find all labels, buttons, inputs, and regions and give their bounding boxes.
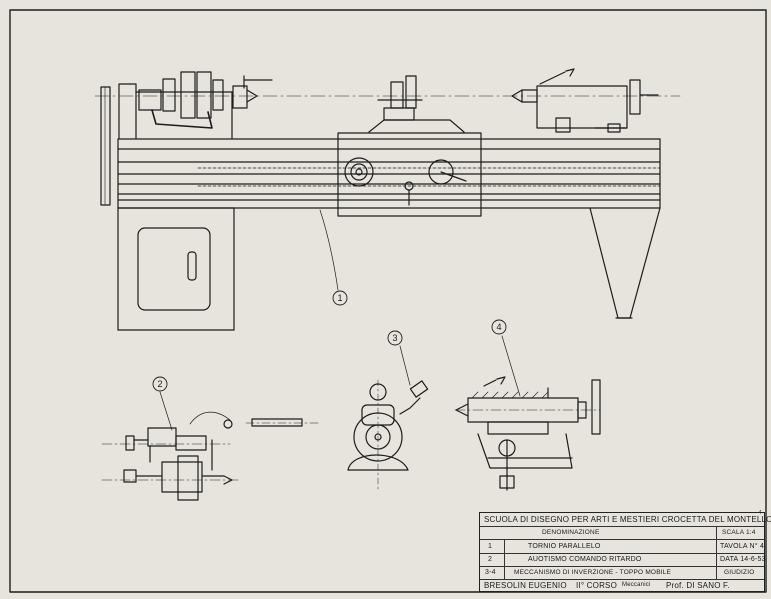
page-number: 4 bbox=[759, 510, 762, 516]
callout-number-4: 4 bbox=[496, 322, 501, 332]
callout-circle-4 bbox=[491, 319, 507, 335]
tailstock-handwheel-section bbox=[591, 379, 601, 435]
course-label: II° CORSO bbox=[576, 581, 618, 590]
detail-feed-mechanism bbox=[101, 391, 319, 501]
title-block: SCUOLA DI DISEGNO PER ARTI E MESTIERI CR… bbox=[479, 512, 771, 592]
drawing-date: DATA 14-6-53 bbox=[720, 556, 766, 563]
feed-gear-housing bbox=[161, 461, 203, 493]
track-label: Meccanici bbox=[622, 582, 651, 588]
left-cabinet-stand bbox=[117, 207, 235, 331]
scale-label: SCALA 1:4 bbox=[722, 529, 756, 536]
spindle-nose bbox=[138, 89, 162, 111]
tailstock-lever bbox=[539, 71, 566, 85]
callout-number-2: 2 bbox=[157, 379, 162, 389]
student-name: BRESOLIN EUGENIO bbox=[484, 581, 567, 590]
detail-inversion-mechanism bbox=[347, 345, 429, 491]
tailstock-body bbox=[536, 85, 628, 129]
cabinet-door bbox=[137, 227, 211, 311]
row-id-2: 2 bbox=[488, 556, 493, 563]
lathe-bed-top bbox=[117, 138, 661, 150]
school-name: SCUOLA DI DISEGNO PER ARTI E MESTIERI CR… bbox=[484, 515, 771, 524]
row-name-1: TORNIO PARALLELO bbox=[528, 543, 601, 550]
carriage-apron bbox=[337, 132, 482, 217]
row-id-3: 3-4 bbox=[485, 569, 496, 576]
header-label: DENOMINAZIONE bbox=[542, 529, 600, 536]
feed-dial bbox=[428, 159, 454, 185]
callout-circle-2 bbox=[152, 376, 168, 392]
lathe-main-view bbox=[94, 68, 681, 331]
right-leg-stand bbox=[589, 207, 661, 319]
drive-pulley bbox=[100, 86, 111, 206]
table-number: TAVOLA N° 4 bbox=[720, 543, 765, 550]
headstock-body bbox=[118, 83, 233, 139]
apron-handwheel bbox=[344, 157, 374, 187]
lathe-bed-bottom bbox=[117, 199, 661, 209]
tool-post bbox=[383, 107, 415, 121]
row-name-3: MECCANISMO DI INVERZIONE - TOPPO MOBILE bbox=[514, 569, 672, 576]
headstock-gear-a bbox=[162, 78, 176, 112]
professor-name: Prof. DI SANO F. bbox=[666, 581, 730, 590]
row-name-2: AUOTISMO COMANDO RITARDO bbox=[528, 556, 642, 563]
detail-tailstock-section bbox=[454, 335, 601, 491]
callout-circle-1 bbox=[332, 290, 348, 306]
row-id-1: 1 bbox=[488, 543, 493, 550]
sheet-border bbox=[9, 9, 767, 593]
tailstock-quill bbox=[521, 89, 538, 103]
grade-label: GIUDIZIO bbox=[724, 569, 755, 576]
callout-number-1: 1 bbox=[337, 293, 342, 303]
callout-number-3: 3 bbox=[392, 333, 397, 343]
callout-circle-3 bbox=[387, 330, 403, 346]
headstock-gear-b bbox=[196, 71, 212, 119]
